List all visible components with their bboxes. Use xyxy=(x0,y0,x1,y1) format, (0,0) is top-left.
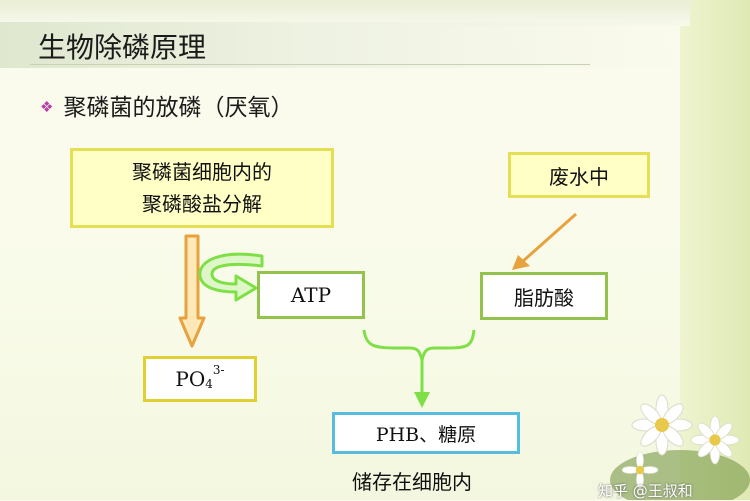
subtitle-row: ❖ 聚磷菌的放磷（厌氧） xyxy=(40,88,293,122)
fatty-acid-label: 脂肪酸 xyxy=(514,285,574,310)
wastewater-box: 废水中 xyxy=(508,152,650,198)
title-band xyxy=(0,22,690,68)
diamond-bullet-icon: ❖ xyxy=(40,98,54,116)
title-divider xyxy=(30,64,590,65)
slide-top-band xyxy=(0,0,690,26)
atp-box: ATP xyxy=(257,271,365,319)
phb-glycogen-label: PHB、糖原 xyxy=(375,423,477,446)
atp-label: ATP xyxy=(290,283,332,307)
phb-glycogen-box: PHB、糖原 xyxy=(332,412,520,454)
decomposition-line-1: 聚磷菌细胞内的 xyxy=(132,160,272,184)
slide-subtitle: 聚磷菌的放磷（厌氧） xyxy=(63,95,294,121)
watermark: 知乎 @王叔和 xyxy=(598,482,693,500)
phosphate-superscript: 3- xyxy=(212,363,225,377)
fatty-acid-box: 脂肪酸 xyxy=(480,272,608,320)
daisy-flowers-decoration-icon xyxy=(610,394,750,500)
phosphate-base: PO xyxy=(175,367,206,391)
storage-caption: 储存在细胞内 xyxy=(352,470,472,494)
phosphate-subscript: 4 xyxy=(205,377,213,391)
decomposition-line-2: 聚磷酸盐分解 xyxy=(142,192,262,216)
slide-title: 生物除磷原理 xyxy=(38,31,207,64)
polyphosphate-decomposition-box: 聚磷菌细胞内的 聚磷酸盐分解 xyxy=(70,148,334,228)
wastewater-label: 废水中 xyxy=(549,164,609,189)
